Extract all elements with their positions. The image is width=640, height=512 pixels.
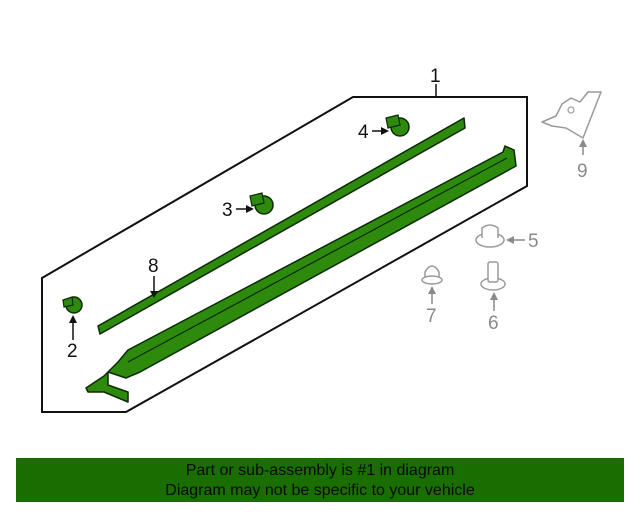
assembly-outline xyxy=(41,96,528,413)
callout-5: 5 xyxy=(528,231,539,252)
callout-1: 1 xyxy=(430,66,441,87)
callout-6-arrowhead xyxy=(490,292,498,300)
info-banner: Part or sub-assembly is #1 in diagram Di… xyxy=(16,458,624,502)
callout-7: 7 xyxy=(426,306,437,327)
clip-part-2 xyxy=(62,296,83,314)
banner-line-1: Part or sub-assembly is #1 in diagram xyxy=(185,462,455,479)
grommet-part-5 xyxy=(475,224,505,248)
callout-3-arrowhead xyxy=(246,205,254,213)
rocker-molding-part xyxy=(85,145,517,403)
callout-4-arrowhead xyxy=(381,127,389,135)
callout-8-arrowhead xyxy=(150,291,158,298)
parts-diagram: 1 8 2 3 4 5 6 xyxy=(41,66,602,413)
callout-5-arrowhead xyxy=(506,236,514,244)
clip-part-4 xyxy=(385,114,410,137)
bracket-part-9 xyxy=(541,91,602,139)
callout-2: 2 xyxy=(67,341,78,362)
push-clip-part-7 xyxy=(421,265,443,285)
callout-6: 6 xyxy=(488,313,499,334)
callout-2-arrowhead xyxy=(69,315,77,323)
callout-4: 4 xyxy=(358,122,369,143)
callout-8: 8 xyxy=(148,256,159,277)
molding-strip-part xyxy=(97,117,466,335)
callout-9: 9 xyxy=(577,161,588,182)
bolt-part-6 xyxy=(480,261,506,291)
banner-line-2: Diagram may not be specific to your vehi… xyxy=(165,482,475,499)
callout-3: 3 xyxy=(222,200,233,221)
callout-7-arrowhead xyxy=(428,286,436,294)
callout-9-arrowhead xyxy=(579,139,587,147)
clip-part-3 xyxy=(249,192,274,215)
rocker-molding-edge xyxy=(127,157,508,363)
